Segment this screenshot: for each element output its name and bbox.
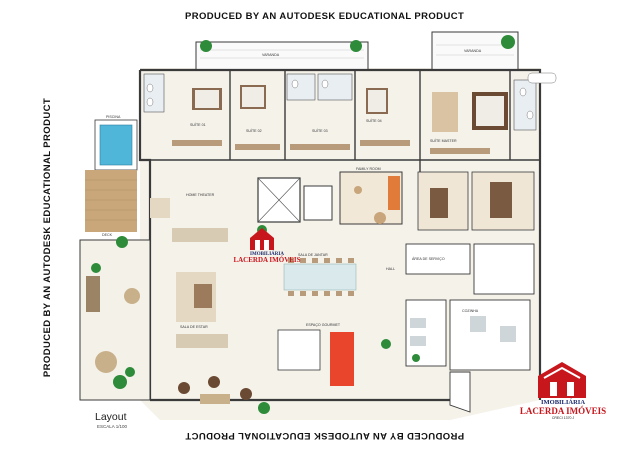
label-service: ÁREA DE SERVIÇO [412, 257, 445, 261]
label-balcony-1: VARANDA [262, 53, 280, 57]
label-balcony-2: VARANDA [464, 49, 482, 53]
dining-chairs [288, 258, 354, 296]
terrace-table [124, 288, 140, 304]
family-sofa [388, 176, 400, 210]
label-suite-4: SUÍTE 04 [366, 119, 382, 123]
balcony-hatching [200, 44, 514, 59]
brand-line2-corner: LACERDA IMÓVEIS [519, 405, 607, 416]
label-suite-1: SUÍTE 01 [190, 123, 206, 127]
label-suite-3: SUÍTE 03 [312, 129, 328, 133]
plants [91, 35, 515, 414]
brand-logo-corner: IMOBILIÁRIA LACERDA IMÓVEIS CRECI 1370 J [508, 399, 618, 420]
bath-fixtures [146, 72, 557, 120]
brand-line1-center: IMOBILIÁRIA [250, 252, 284, 257]
brand-logo-center: IMOBILIÁRIA LACERDA IMÓVEIS [232, 252, 302, 264]
house-logo-icon-corner [538, 362, 586, 398]
top-balcony-1 [195, 41, 369, 71]
label-deck: DECK [102, 233, 113, 237]
label-pool: PISCINA [106, 115, 121, 119]
kitchen-island [330, 332, 354, 386]
label-suite-2: SUÍTE 02 [246, 129, 262, 133]
gourmet-bath [277, 329, 321, 371]
terrace-sofa [86, 276, 100, 312]
label-home-theater: HOME THEATER [186, 193, 215, 197]
bottom-balcony-furniture [178, 376, 252, 404]
service-area [405, 243, 535, 371]
label-kitchen: COZINHA [462, 309, 479, 313]
house-logo-icon-center [250, 228, 274, 250]
label-family-room: FAMILY ROOM [356, 167, 381, 171]
label-hall: HALL [386, 267, 395, 271]
bedroom-walls [140, 70, 540, 175]
service-core [303, 185, 333, 221]
beds [192, 85, 508, 132]
service-stair [449, 371, 471, 413]
appliances [410, 316, 516, 346]
round-table [95, 351, 117, 373]
label-gourmet: ESPAÇO GOURMET [306, 323, 341, 327]
deck [85, 170, 137, 232]
bed-lower-2 [490, 182, 512, 218]
brand-line1-corner: IMOBILIÁRIA [540, 399, 586, 406]
label-dining: SALA DE JANTAR [298, 253, 328, 257]
layout-title: Layout [95, 411, 127, 423]
label-master-suite: SUÍTE MASTER [430, 139, 457, 143]
watermark-top: PRODUCED BY AN AUTODESK EDUCATIONAL PROD… [185, 11, 465, 22]
label-living: SALA DE ESTAR [180, 325, 208, 329]
left-terrace [79, 239, 151, 401]
living-furniture [150, 198, 228, 348]
brand-creci: CRECI 1370 J [551, 415, 575, 420]
dining-table [283, 263, 357, 291]
wardrobes [172, 140, 490, 154]
deck-boards [85, 179, 137, 221]
bed-lower-1 [430, 188, 448, 218]
layout-scale: ESCALA 1/100 [97, 424, 128, 429]
pool [99, 124, 133, 166]
brand-line2-center: LACERDA IMÓVEIS [233, 256, 301, 264]
